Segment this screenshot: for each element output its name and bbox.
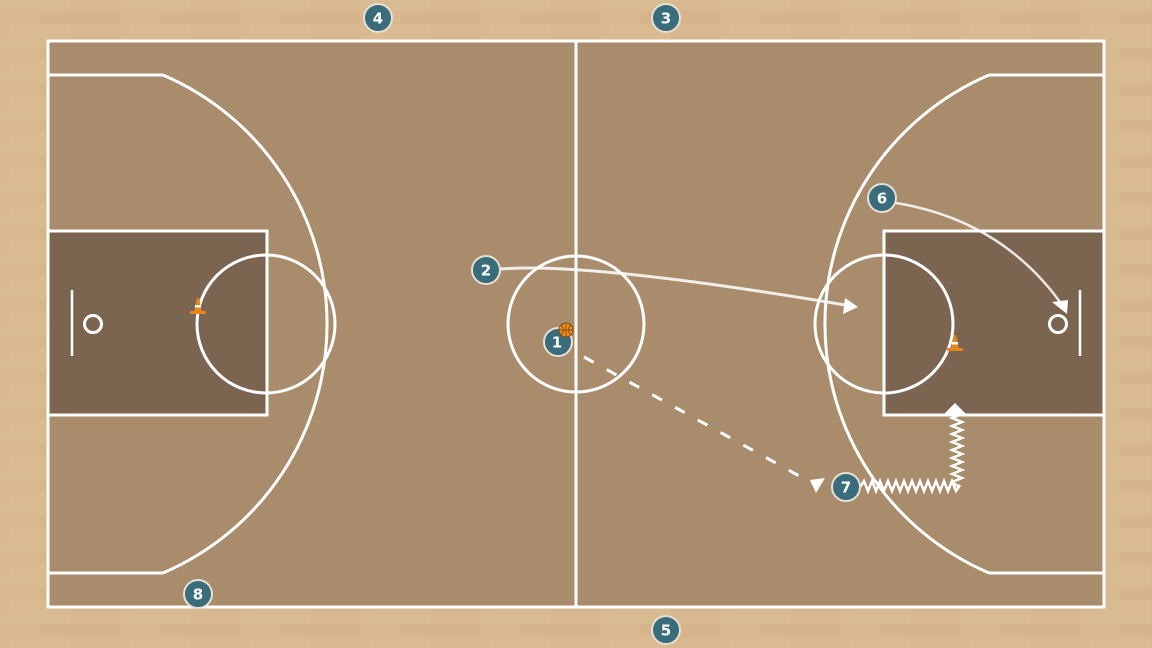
player-5-marker: 5 — [651, 615, 681, 645]
player-8-marker: 8 — [183, 579, 213, 609]
player-number: 5 — [661, 622, 671, 640]
left-key — [46, 229, 269, 417]
player-2-marker: 2 — [471, 255, 501, 285]
right-paint — [884, 231, 1104, 415]
player-number: 4 — [373, 10, 383, 28]
player-number: 6 — [877, 190, 887, 208]
cut-arrowhead-player-6 — [1052, 300, 1068, 314]
basketball-icon — [558, 322, 574, 338]
pass-line-1-to-7 — [583, 355, 813, 485]
player-7-marker: 7 — [831, 472, 861, 502]
pass-arrowhead-1-to-7 — [810, 478, 825, 493]
player-4-marker: 4 — [363, 3, 393, 33]
left-paint — [48, 231, 267, 415]
left-three-point-arc — [162, 73, 329, 575]
right-free-throw-circle — [813, 253, 955, 395]
dribble-arrowhead-player-7 — [944, 403, 966, 414]
right-key — [882, 229, 1106, 417]
dribble-line-player-7 — [858, 410, 966, 495]
traffic-cone-icon — [947, 335, 963, 351]
center-circle — [506, 254, 646, 394]
player-number: 8 — [193, 586, 203, 604]
traffic-cone-icon — [190, 298, 206, 314]
player-3-marker: 3 — [651, 3, 681, 33]
cut-line-player-6 — [895, 201, 1062, 303]
right-three-point-arc — [823, 73, 990, 575]
left-hoop — [83, 314, 103, 334]
player-number: 2 — [481, 262, 491, 280]
cut-arrowhead-player-2 — [843, 298, 858, 314]
left-free-throw-circle — [195, 253, 337, 395]
player-number: 1 — [552, 334, 562, 352]
cut-line-player-2 — [499, 266, 846, 307]
player-number: 7 — [841, 479, 851, 497]
player-6-marker: 6 — [867, 183, 897, 213]
right-hoop — [1048, 314, 1068, 334]
player-number: 3 — [661, 10, 671, 28]
